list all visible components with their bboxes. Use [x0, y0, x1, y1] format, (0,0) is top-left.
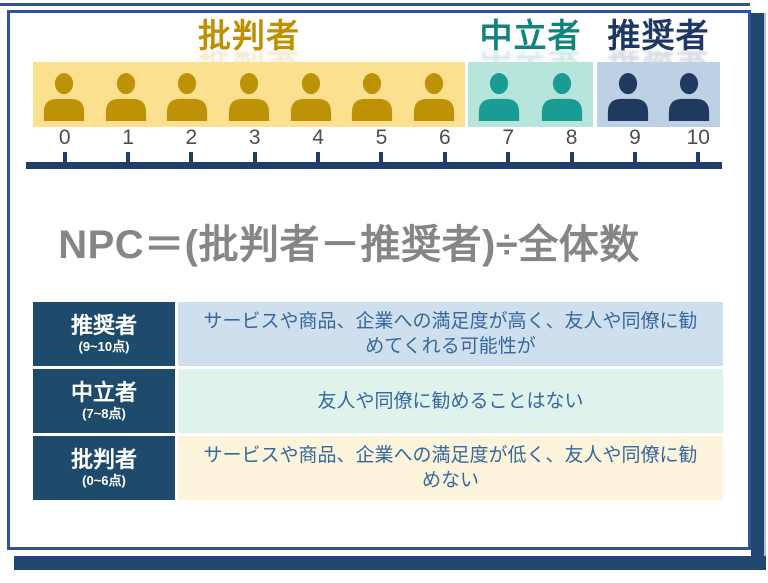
scale-tick-cell — [33, 152, 96, 163]
person-icon — [226, 73, 272, 121]
score-band-passives — [468, 62, 593, 127]
scale-tick-cell — [603, 152, 666, 163]
term-label: 批判者 — [70, 447, 137, 472]
person-icon — [411, 73, 457, 121]
group-label-promoters: 推奨者 推奨者 — [595, 17, 722, 67]
scale-tick-mark — [379, 152, 384, 163]
card-shadow-bottom — [14, 556, 766, 570]
group-label-text: 批判者 — [198, 17, 300, 54]
scale-tick-mark — [442, 152, 447, 163]
scale-tick-mark — [569, 152, 574, 163]
person-icon — [288, 73, 334, 121]
term-label: 中立者 — [70, 380, 137, 405]
scale-tick-cell — [96, 152, 159, 163]
group-label-detractors: 批判者 批判者 — [33, 17, 465, 67]
scale-number: 8 — [565, 126, 578, 149]
slide-accent-line — [0, 3, 750, 6]
person-icon — [41, 73, 87, 121]
scale-bar — [26, 162, 722, 169]
scale-number: 2 — [185, 126, 198, 149]
table-description-cell-passives: 友人や同僚に勧めることはない — [178, 369, 723, 433]
scale-tick-mark — [696, 152, 701, 163]
table-term-cell-passives: 中立者 (7~8点) — [33, 369, 175, 433]
group-label-text: 推奨者 — [607, 17, 710, 54]
scale-tick-mark — [189, 152, 194, 163]
scale-number: 3 — [248, 126, 261, 149]
term-label: 推奨者 — [70, 313, 137, 338]
scale-ticks — [33, 152, 730, 163]
table-description-cell-detractors: サービスや商品、企業への満足度が低く、友人や同僚に勧めない — [178, 436, 723, 500]
scale-tick-mark — [252, 152, 257, 163]
scale-number: 1 — [122, 126, 134, 149]
group-label-passives: 中立者 中立者 — [468, 17, 593, 67]
scale-tick-cell — [350, 152, 413, 163]
scale-tick-cell — [223, 152, 286, 163]
person-icon — [164, 73, 210, 121]
scale-tick-mark — [316, 152, 321, 163]
scale-tick-mark — [506, 152, 511, 163]
slide-card: 批判者 批判者 中立者 中立者 推奨者 推奨者 0 1 2 3 4 5 6 7 8 9 10 NPC… — [7, 10, 751, 550]
person-icon — [666, 73, 712, 121]
scale-number: 9 — [629, 126, 641, 149]
card-shadow-right — [751, 13, 766, 570]
scale-tick-cell — [477, 152, 540, 163]
scale-tick-cell — [667, 152, 730, 163]
person-icon — [476, 73, 522, 121]
person-icon — [349, 73, 395, 121]
scale-numbers: 0 1 2 3 4 5 6 7 8 9 10 — [33, 126, 730, 150]
person-icon — [539, 73, 585, 121]
term-range: (9~10点) — [78, 339, 130, 354]
table-term-cell-promoters: 推奨者 (9~10点) — [33, 302, 175, 366]
scale-tick-mark — [62, 152, 67, 163]
term-range: (0~6点) — [82, 473, 126, 488]
table-description-cell-promoters: サービスや商品、企業への満足度が高く、友人や同僚に勧めてくれる可能性が — [178, 302, 723, 366]
score-band-detractors — [33, 62, 465, 127]
scale-tick-cell — [540, 152, 603, 163]
scale-number: 5 — [375, 126, 388, 149]
person-icon — [103, 73, 149, 121]
scale-tick-mark — [126, 152, 131, 163]
scale-tick-cell — [413, 152, 476, 163]
term-range: (7~8点) — [82, 406, 126, 421]
scale-tick-cell — [286, 152, 349, 163]
scale-number: 7 — [502, 126, 515, 149]
scale-number: 0 — [58, 126, 71, 149]
nps-formula: NPC＝(批判者－推奨者)÷全体数 — [58, 223, 640, 267]
scale-tick-cell — [160, 152, 223, 163]
scale-number: 6 — [438, 126, 451, 149]
score-band-promoters — [597, 62, 720, 127]
scale-number: 10 — [686, 126, 710, 149]
group-label-text: 中立者 — [479, 17, 582, 54]
scale-tick-mark — [632, 152, 637, 163]
scale-number: 4 — [312, 126, 324, 149]
person-icon — [605, 73, 651, 121]
table-term-cell-detractors: 批判者 (0~6点) — [33, 436, 175, 500]
definition-table: 推奨者 (9~10点) サービスや商品、企業への満足度が高く、友人や同僚に勧めて… — [33, 302, 723, 500]
